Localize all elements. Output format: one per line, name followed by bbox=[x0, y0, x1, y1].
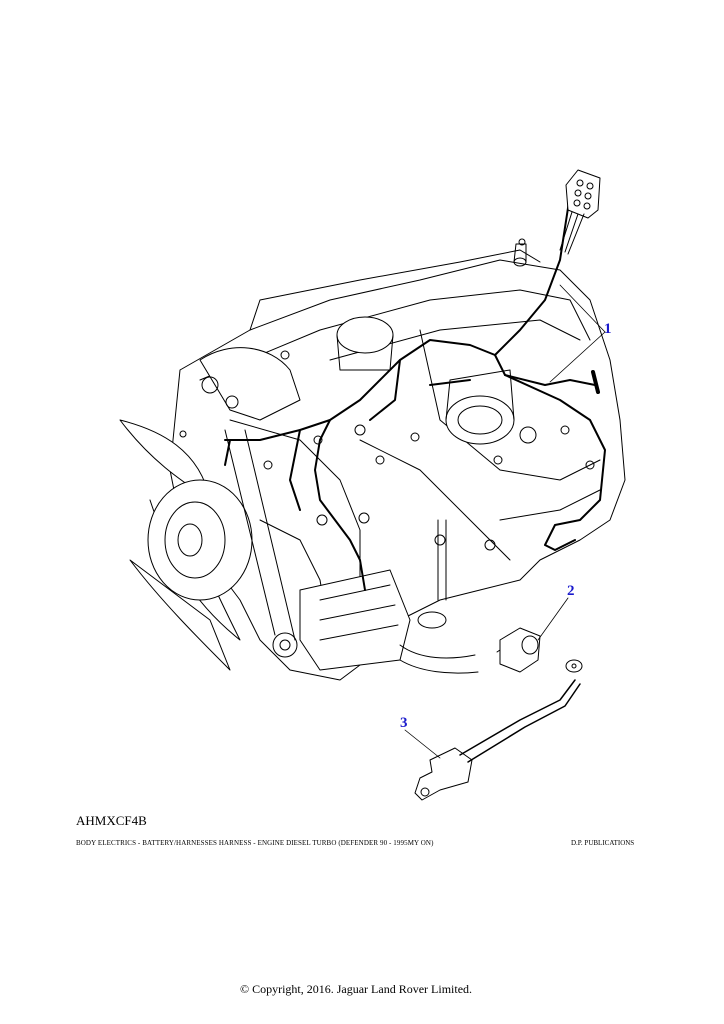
callout-2-label: 2 bbox=[567, 583, 575, 599]
callout-1-label: 1 bbox=[604, 321, 612, 337]
leader-lines bbox=[404, 284, 606, 759]
engine-block bbox=[169, 238, 626, 681]
engine-harness-diagram bbox=[119, 169, 626, 801]
diagram-code: AHMXCF4B bbox=[76, 813, 147, 828]
harness-connector bbox=[559, 169, 601, 255]
copyright-notice: © Copyright, 2016. Jaguar Land Rover Lim… bbox=[239, 982, 473, 996]
diagram-caption: BODY ELECTRICS - BATTERY/HARNESSES HARNE… bbox=[76, 839, 434, 847]
alternator bbox=[224, 429, 411, 671]
earth-lead bbox=[414, 659, 583, 801]
harness-clip bbox=[399, 627, 541, 674]
callout-3-label: 3 bbox=[400, 715, 408, 731]
publisher-label: D.P. PUBLICATIONS bbox=[571, 839, 635, 847]
engine-harness bbox=[224, 194, 606, 591]
